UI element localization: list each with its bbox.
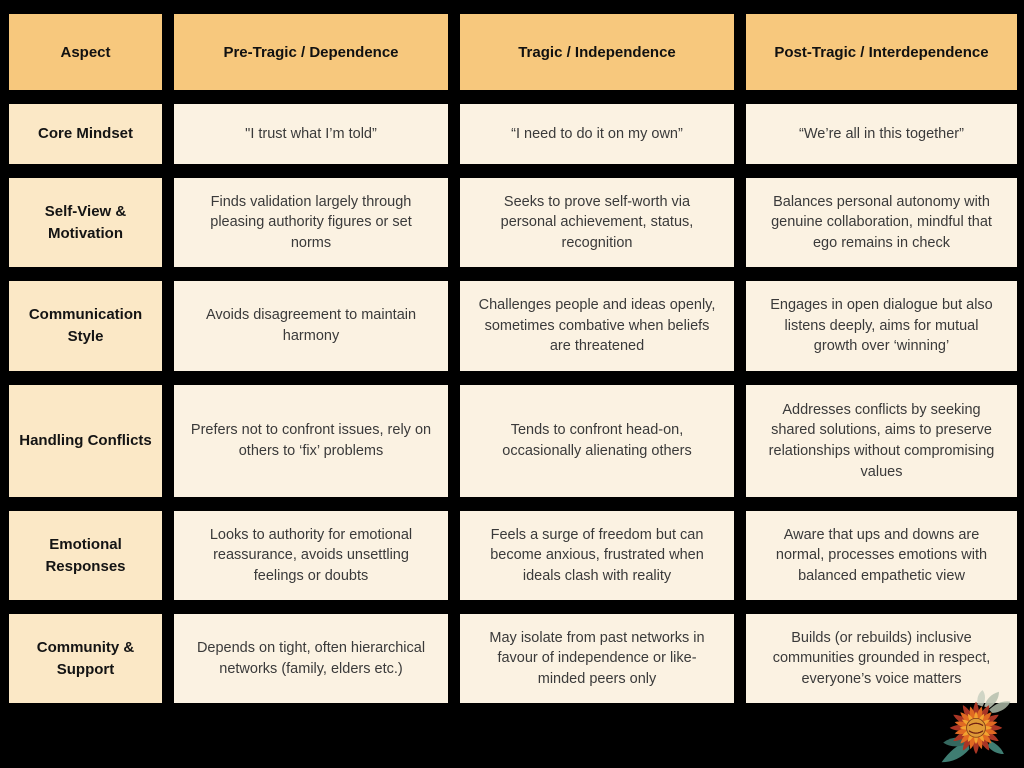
table-cell: Engages in open dialogue but also listen… [746, 281, 1017, 371]
comparison-table: Aspect Pre-Tragic / Dependence Tragic / … [9, 14, 1017, 703]
row-header-self-view: Self-View & Motivation [9, 178, 162, 267]
table-cell: Tends to confront head-on, occasionally … [460, 385, 734, 497]
table-cell: Seeks to prove self-worth via personal a… [460, 178, 734, 267]
table-cell: Challenges people and ideas openly, some… [460, 281, 734, 371]
table-cell: "I trust what I’m told” [174, 104, 448, 164]
row-header-emotional-responses: Emotional Responses [9, 511, 162, 600]
table-cell: Feels a surge of freedom but can become … [460, 511, 734, 600]
row-header-communication-style: Communication Style [9, 281, 162, 371]
column-header-aspect: Aspect [9, 14, 162, 90]
table-cell: Balances personal autonomy with genuine … [746, 178, 1017, 267]
table-cell: “I need to do it on my own” [460, 104, 734, 164]
table-cell: Depends on tight, often hierarchical net… [174, 614, 448, 703]
sunflower-logo [941, 690, 1011, 763]
row-header-core-mindset: Core Mindset [9, 104, 162, 164]
table-cell: Aware that ups and downs are normal, pro… [746, 511, 1017, 600]
table-cell: Addresses conflicts by seeking shared so… [746, 385, 1017, 497]
column-header-post-tragic: Post-Tragic / Interdependence [746, 14, 1017, 90]
row-header-handling-conflicts: Handling Conflicts [9, 385, 162, 497]
row-header-community-support: Community & Support [9, 614, 162, 703]
table-cell: Looks to authority for emotional reassur… [174, 511, 448, 600]
table-cell: Builds (or rebuilds) inclusive communiti… [746, 614, 1017, 703]
column-header-pre-tragic: Pre-Tragic / Dependence [174, 14, 448, 90]
table-cell: May isolate from past networks in favour… [460, 614, 734, 703]
table-cell: Avoids disagreement to maintain harmony [174, 281, 448, 371]
table-cell: Finds validation largely through pleasin… [174, 178, 448, 267]
column-header-tragic: Tragic / Independence [460, 14, 734, 90]
table-cell: “We’re all in this together” [746, 104, 1017, 164]
table-cell: Prefers not to confront issues, rely on … [174, 385, 448, 497]
